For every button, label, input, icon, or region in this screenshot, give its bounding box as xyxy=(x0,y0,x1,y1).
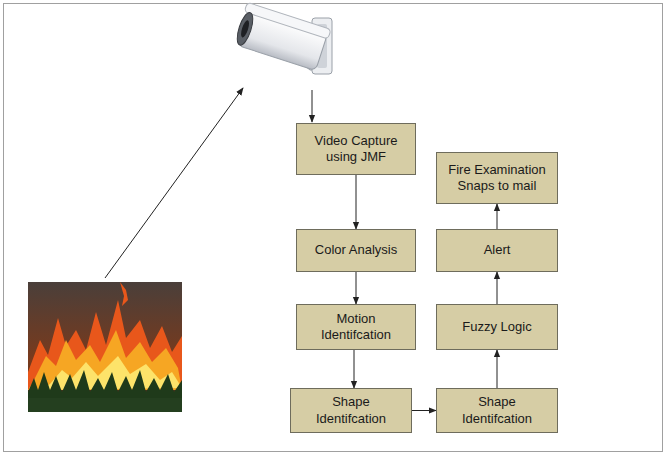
box-label: Alert xyxy=(484,242,511,258)
process-box: Video Capture using JMF xyxy=(296,123,416,175)
frame-border xyxy=(4,4,663,452)
forest-fire-photo xyxy=(28,282,182,412)
box-label: Fuzzy Logic xyxy=(462,319,531,335)
flow-arrow xyxy=(497,204,498,229)
box-label: Color Analysis xyxy=(315,242,397,258)
process-box: Alert xyxy=(436,229,558,272)
flow-arrow xyxy=(497,272,498,304)
flow-arrow xyxy=(412,410,436,411)
flow-arrow xyxy=(356,175,357,229)
flow-arrow xyxy=(354,350,355,388)
box-label: Video Capture using JMF xyxy=(303,133,409,166)
process-box: Fire Examination Snaps to mail xyxy=(436,152,558,204)
camera-to-box-arrow xyxy=(312,90,313,122)
process-box: Shape Identifcation xyxy=(436,388,558,433)
process-box: Color Analysis xyxy=(296,229,416,272)
flow-arrow xyxy=(497,350,498,388)
camera-illustration xyxy=(234,2,332,74)
flow-arrow xyxy=(356,272,357,304)
box-label: Motion Identifcation xyxy=(303,311,409,344)
box-label: Shape Identifcation xyxy=(443,394,551,427)
process-box: Fuzzy Logic xyxy=(436,304,558,350)
process-box: Motion Identifcation xyxy=(296,304,416,350)
fire-to-camera-arrow xyxy=(105,88,243,278)
box-label: Fire Examination Snaps to mail xyxy=(443,162,551,195)
process-box: Shape Identifcation xyxy=(290,388,412,433)
box-label: Shape Identifcation xyxy=(297,394,405,427)
